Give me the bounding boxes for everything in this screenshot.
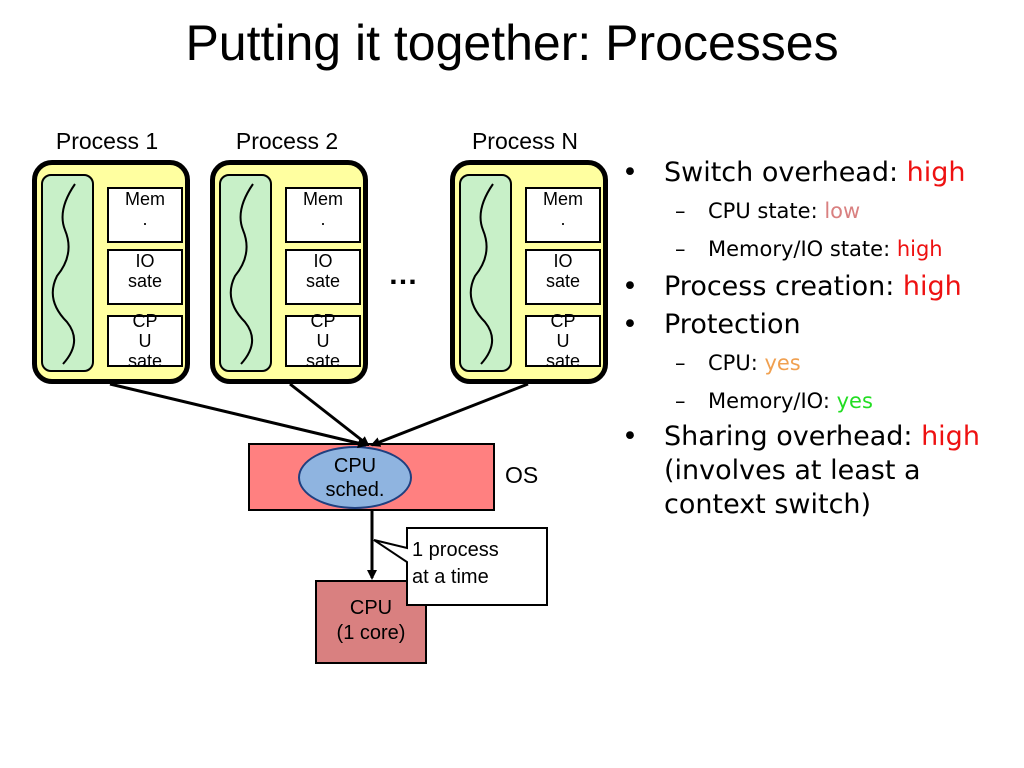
io-state-box: IO sate: [107, 249, 183, 305]
arrow-process-2: [289, 382, 370, 447]
bullet-list: •Switch overhead: high –CPU state: low –…: [620, 154, 1020, 522]
io-state-box: IO sate: [285, 249, 361, 305]
slide-title: Putting it together: Processes: [185, 15, 839, 71]
bullet-cpu-state: –CPU state: low: [675, 199, 861, 223]
arrow-process-n: [370, 382, 529, 447]
thread-icon: [219, 174, 272, 372]
cpu-state-box: CP U sate: [285, 311, 361, 371]
thread-icon: [459, 174, 512, 372]
callout-text: 1 process at a time: [412, 539, 499, 588]
os-label: OS: [505, 462, 539, 488]
bullet-memory-io-state: –Memory/IO state: high: [675, 237, 943, 261]
arrow-process-1: [109, 382, 368, 449]
bullet-protection-memory-io: –Memory/IO: yes: [675, 389, 873, 413]
cpu-core-box: CPU (1 core): [315, 580, 427, 664]
process-1-box: Mem . IO sate CP U sate: [32, 160, 190, 384]
process-1-label: Process 1: [55, 128, 159, 154]
ellipsis: …: [388, 258, 418, 291]
bullet-sharing-overhead: •Sharing overhead: high (involves at lea…: [622, 421, 980, 520]
cpu-state-box: CP U sate: [107, 311, 183, 371]
bullet-process-creation: •Process creation: high: [622, 271, 962, 302]
io-state-box: IO sate: [525, 249, 601, 305]
mem-state-box: Mem .: [525, 187, 601, 243]
mem-state-box: Mem .: [285, 187, 361, 243]
cpu-scheduler: CPU sched.: [298, 446, 412, 509]
process-2-label: Process 2: [235, 128, 339, 154]
process-2-box: Mem . IO sate CP U sate: [210, 160, 368, 384]
process-n-box: Mem . IO sate CP U sate: [450, 160, 608, 384]
process-n-label: Process N: [471, 128, 579, 154]
mem-state-box: Mem .: [107, 187, 183, 243]
bullet-protection-cpu: –CPU: yes: [675, 351, 801, 375]
thread-icon: [41, 174, 94, 372]
cpu-state-box: CP U sate: [525, 311, 601, 371]
bullet-switch-overhead: •Switch overhead: high: [622, 157, 966, 188]
bullet-protection: •Protection: [622, 309, 801, 340]
